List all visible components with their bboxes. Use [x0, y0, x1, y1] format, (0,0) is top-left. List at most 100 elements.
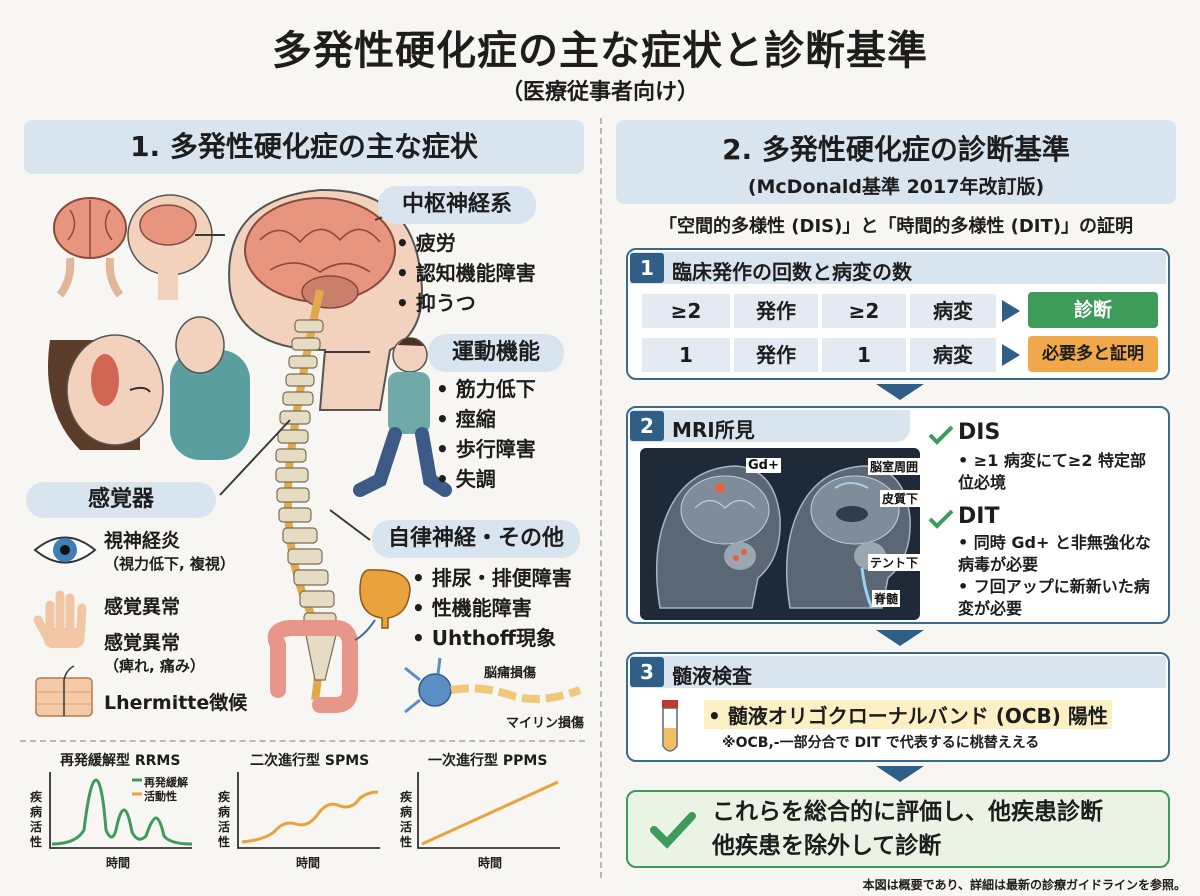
spms-ylabel: 疾病活性 [218, 790, 231, 849]
footnote: 本図は概要であり、詳細は最新の診療ガイドラインを参照。 [862, 878, 1186, 892]
ocb-note: ※OCB,-一部分合で DIT で代表するに桃替ええる [722, 735, 1040, 751]
arrow-right-icon [1002, 300, 1020, 322]
check-icon [650, 812, 696, 849]
autonomic-item: 性機能障害 [412, 593, 572, 623]
motor-list: 筋力低下 痙縮 歩行障害 失調 [436, 374, 536, 494]
demyelination-label: 脳痡損傷 [484, 666, 537, 681]
check-icon [928, 509, 954, 529]
rrms-legend-1: 再発緩解 [144, 776, 188, 789]
proof-text: 「空間的多様性 (DIS)」と「時間的多様性 (DIT)」の証明 [659, 216, 1133, 237]
box2-number: 2 [630, 411, 664, 441]
autonomic-list: 排尿・排便障害 性機能障害 Uhthoff現象 [412, 563, 572, 653]
sensory-item: 視神経炎 （視力低下, 複視） [104, 530, 235, 573]
box1-number: 1 [630, 253, 664, 283]
mri-label-spinal: 脊髄 [872, 590, 901, 607]
spms-title: 二次進行型 SPMS [250, 753, 370, 769]
result-more-evidence: 必要多と証明 [1028, 336, 1158, 372]
box3-number: 3 [630, 657, 664, 687]
mri-scan-left [655, 465, 781, 609]
eye-icon [33, 536, 97, 564]
dit-item: • 同時 Gd+ と非無強化な病毒が必要 [958, 533, 1151, 574]
dit-title: DIT [958, 504, 1000, 529]
box1-head [630, 252, 1166, 284]
row1-col2: 発作 [734, 294, 818, 328]
ocb-item: • 髄液オリゴクローナルバンド (OCB) 陽性 [704, 700, 1112, 729]
section-divider [600, 118, 602, 878]
motor-item: 痙縮 [436, 404, 536, 434]
rrms-ylabel: 疾病活性 [30, 790, 43, 849]
spms-xlabel: 時間 [296, 856, 321, 870]
autonomic-item: 排尿・排便障害 [412, 563, 572, 593]
cns-item: 認知機能障害 [396, 258, 536, 288]
cns-label: 中枢神経系 [378, 186, 536, 224]
intestine-icon [267, 620, 358, 713]
box3-head [630, 656, 1166, 688]
sensory-icons [33, 536, 97, 717]
row1-col3: ≥2 [822, 294, 906, 328]
mri-label-cortical: 皮質下 [880, 490, 921, 507]
row1-col4: 病変 [910, 294, 996, 328]
page-subtitle: （医療従事者向け） [500, 80, 699, 105]
autonomic-item: Uhthoff現象 [412, 623, 572, 653]
box1-title: 臨床発作の回数と病変の数 [672, 260, 912, 284]
rrms-legend-2: 活動性 [144, 790, 177, 803]
page-title: 多発性硬化症の主な症状と診断基準 [272, 28, 928, 74]
mri-illustration [640, 448, 920, 620]
down-arrow-icon [876, 630, 924, 646]
result-diagnosis: 診断 [1028, 292, 1158, 328]
arrow-right-icon [1002, 344, 1020, 366]
down-arrow-icon [876, 384, 924, 400]
face-eye-pain-icon [48, 316, 250, 460]
graphs-divider [20, 740, 585, 742]
ppms-xlabel: 時間 [478, 856, 503, 870]
box3-title: 髄液検査 [672, 664, 752, 688]
box2-title: MRI所見 [672, 418, 755, 442]
section2-subtitle: (McDonald基準 2017年改訂版) [747, 176, 1045, 198]
mri-label-infratentorial: テント下 [868, 554, 921, 571]
final-box [626, 790, 1170, 868]
head-side-icon [127, 194, 213, 300]
dis-title: DIS [958, 420, 1001, 445]
rrms-graph [49, 772, 193, 849]
section2-heading: 2. 多発性硬化症の診断基準 (McDonald基準 2017年改訂版) [616, 120, 1176, 204]
ppms-graph [417, 772, 560, 849]
dis-item: • ≥1 病変にて≥2 特定部位必境 [958, 451, 1147, 492]
final-text: これらを総合的に評価し、他疾患診断 他疾患を除外して診断 [712, 799, 1103, 859]
cns-item: 疲労 [396, 228, 536, 258]
brain-front-icon [53, 197, 127, 298]
cns-list: 疲労 認知機能障害 抑うつ [396, 228, 536, 318]
ppms-title: 一次進行型 PPMS [428, 753, 548, 769]
down-arrow-icon [876, 766, 924, 782]
row1-col1: ≥2 [642, 294, 730, 328]
mri-label-gd: Gd+ [746, 458, 781, 473]
skin-icon [35, 665, 93, 717]
cns-item: 抑うつ [396, 288, 536, 318]
autonomic-illustration [267, 569, 582, 714]
row2-col3: 1 [822, 338, 906, 372]
section2-title: 2. 多発性硬化症の診断基準 [722, 133, 1070, 166]
motor-item: 筋力低下 [436, 374, 536, 404]
rrms-xlabel: 時間 [106, 856, 131, 870]
sensory-label: 感覚器 [26, 482, 216, 518]
spinal-cord-icon [275, 289, 337, 701]
row2-col4: 病変 [910, 338, 996, 372]
motor-label: 運動機能 [428, 334, 564, 372]
rrms-title: 再発緩解型 RRMS [60, 753, 181, 769]
box2-head [630, 410, 910, 442]
walking-man-icon [353, 337, 452, 497]
anatomy-illustration [48, 188, 452, 701]
motor-item: 歩行障害 [436, 434, 536, 464]
ppms-ylabel: 疾病活性 [400, 790, 413, 849]
myelin-label: マイリン損傷 [506, 716, 585, 731]
check-icon [928, 425, 954, 445]
section1-heading: 1. 多発性硬化症の主な症状 [24, 120, 584, 174]
test-tube-icon [662, 700, 678, 752]
mri-label-periventricular: 脳室周囲 [868, 458, 921, 475]
row2-col2: 発作 [734, 338, 818, 372]
spms-graph [237, 772, 380, 849]
bladder-icon [359, 569, 411, 629]
mri-scan-right [785, 465, 911, 609]
hand-icon [33, 590, 87, 648]
motor-item: 失調 [436, 464, 536, 494]
neuron-icon [404, 657, 582, 714]
